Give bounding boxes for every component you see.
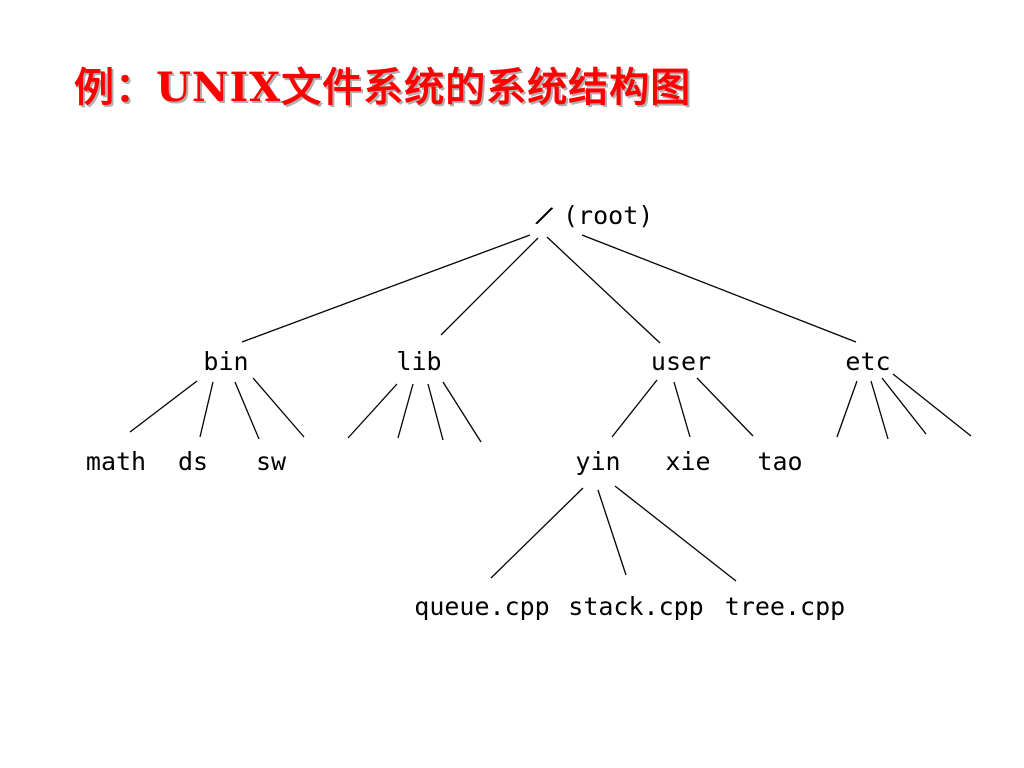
edge-root-user	[546, 236, 661, 344]
node-ds: ds	[178, 447, 208, 476]
node-math: math	[86, 447, 146, 476]
edge-lib-1	[347, 383, 398, 439]
edge-root-lib	[440, 237, 539, 336]
edge-lib-3	[427, 383, 444, 441]
edge-user-xie	[673, 381, 691, 438]
edge-user-tao	[696, 377, 754, 437]
edge-root-bin	[241, 234, 531, 343]
edge-etc-3	[881, 377, 927, 435]
node-tree-cpp: tree.cpp	[725, 592, 845, 621]
edge-lib-4	[442, 381, 482, 443]
edge-yin-stack	[597, 489, 627, 576]
node-sw: sw	[256, 447, 287, 476]
edge-user-yin	[611, 379, 658, 438]
node-bin: bin	[203, 347, 248, 376]
edge-bin-math	[129, 380, 198, 433]
node-stack-cpp: stack.cpp	[568, 592, 703, 621]
edge-bin-sw	[234, 381, 260, 440]
root-slash: /	[533, 199, 557, 231]
edge-root-etc	[581, 234, 857, 343]
node-lib: lib	[396, 347, 441, 376]
node-xie: xie	[665, 447, 710, 476]
root-label: (root)	[563, 201, 653, 230]
node-yin: yin	[575, 447, 620, 476]
node-tao: tao	[757, 447, 802, 476]
slide-title: 例：UNIX文件系统的系统结构图	[74, 64, 692, 111]
node-etc: etc	[845, 347, 890, 376]
edge-yin-queue	[490, 487, 584, 579]
edge-yin-tree	[614, 485, 737, 582]
edge-lib-2	[397, 383, 414, 439]
edge-bin-4	[252, 377, 305, 438]
edge-etc-1	[836, 380, 858, 438]
node-queue-cpp: queue.cpp	[414, 592, 549, 621]
edge-etc-2	[870, 380, 889, 440]
node-user: user	[651, 347, 711, 376]
edge-etc-4	[892, 373, 972, 437]
edge-bin-ds	[199, 381, 214, 438]
